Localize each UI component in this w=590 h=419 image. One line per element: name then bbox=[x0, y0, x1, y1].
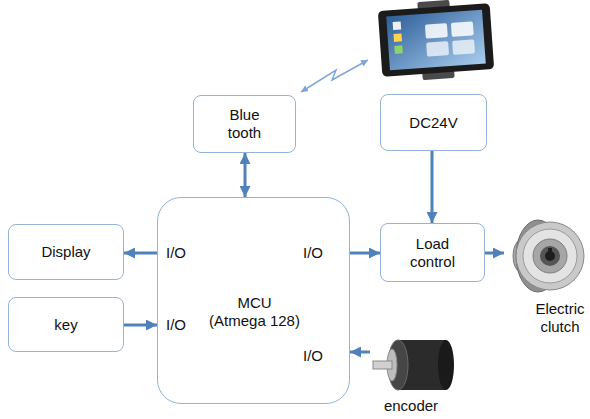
tablet-picture bbox=[377, 0, 494, 83]
connector-arrow bbox=[350, 252, 380, 255]
box-label: Display bbox=[41, 243, 90, 261]
tablet-picture-shape bbox=[425, 23, 448, 39]
tablet-picture-shape bbox=[393, 21, 402, 30]
clutch-picture-shape bbox=[545, 251, 555, 261]
connector-arrow bbox=[485, 252, 504, 255]
bluetooth-box: Blue tooth bbox=[193, 95, 296, 153]
tablet-picture-shape bbox=[394, 45, 403, 54]
box-label: key bbox=[54, 316, 77, 334]
box-label: Load control bbox=[409, 235, 457, 271]
io-label: I/O bbox=[166, 244, 186, 262]
tablet-picture-shape bbox=[452, 39, 475, 55]
tablet-picture-shape bbox=[386, 10, 486, 71]
tablet-picture-shape bbox=[393, 33, 402, 42]
io-label: I/O bbox=[303, 347, 323, 365]
encoder-part: encoder bbox=[370, 336, 452, 416]
display-box: Display bbox=[8, 224, 124, 280]
encoder-picture-shape bbox=[438, 340, 454, 390]
clutch-picture-shape bbox=[533, 239, 567, 273]
connector-arrow bbox=[124, 252, 157, 255]
clutch-picture-shape bbox=[548, 248, 552, 252]
encoder-picture bbox=[373, 340, 454, 390]
key-box: key bbox=[8, 297, 124, 352]
load-control-box: Load control bbox=[380, 223, 485, 282]
mcu-title: MCU (Atmega 128) bbox=[208, 294, 301, 330]
connector-arrow bbox=[350, 351, 370, 354]
clutch-picture bbox=[513, 220, 584, 292]
clutch-picture-shape bbox=[540, 246, 560, 266]
power-box: DC24V bbox=[380, 94, 487, 151]
clutch-part: Electric clutch bbox=[504, 212, 588, 338]
box-label: Blue tooth bbox=[227, 106, 263, 142]
part-label: Electric clutch bbox=[534, 300, 586, 336]
mcu-box: MCU (Atmega 128)I/OI/OI/OI/O bbox=[157, 197, 350, 404]
clutch-picture-shape bbox=[523, 229, 577, 283]
connector-arrow bbox=[124, 324, 157, 327]
io-label: I/O bbox=[303, 244, 323, 262]
connector-arrow bbox=[431, 151, 434, 223]
tablet-picture-shape bbox=[378, 3, 494, 77]
box-label: DC24V bbox=[409, 114, 457, 132]
encoder-picture-shape bbox=[373, 361, 392, 369]
tablet-picture-shape bbox=[426, 41, 449, 57]
io-label: I/O bbox=[166, 316, 186, 334]
tablet-picture-shape bbox=[451, 21, 474, 37]
wireless-link bbox=[301, 60, 368, 92]
part-label: encoder bbox=[370, 397, 452, 415]
clutch-picture-shape bbox=[516, 222, 584, 290]
connector-arrow bbox=[244, 153, 247, 197]
